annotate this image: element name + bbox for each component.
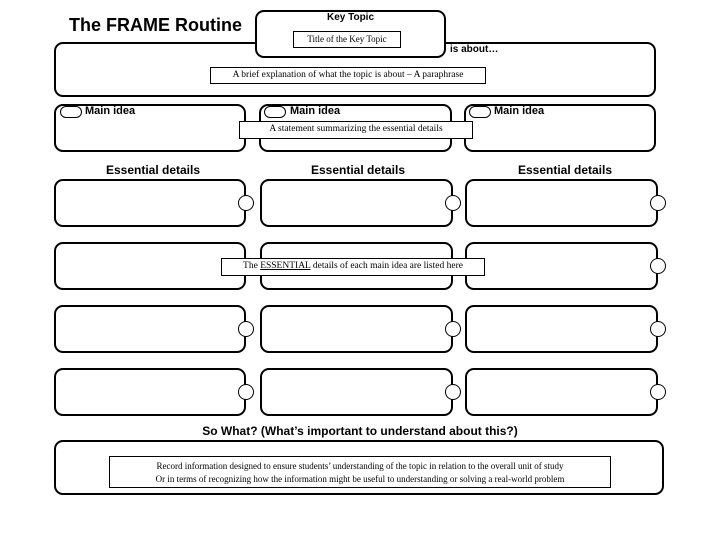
- detail-marker-icon: [445, 321, 461, 337]
- detail-marker-icon: [445, 195, 461, 211]
- essential-details-header: Essential details: [105, 163, 201, 177]
- main-idea-box: [54, 104, 246, 152]
- detail-box: [465, 368, 658, 416]
- detail-box: [54, 242, 246, 290]
- essential-details-suffix: details of each main idea are listed her…: [310, 261, 463, 271]
- essential-details-header: Essential details: [517, 163, 613, 177]
- detail-box: [465, 179, 658, 227]
- detail-box: [54, 368, 246, 416]
- detail-box: [465, 305, 658, 353]
- main-idea-placeholder: A statement summarizing the essential de…: [239, 121, 473, 139]
- is-about-placeholder: A brief explanation of what the topic is…: [210, 67, 486, 84]
- detail-box: [260, 305, 453, 353]
- so-what-line-2: Or in terms of recognizing how the infor…: [155, 473, 565, 484]
- detail-box: [260, 368, 453, 416]
- main-idea-label: Main idea: [494, 105, 545, 117]
- main-idea-marker-icon: [469, 106, 491, 118]
- main-idea-label: Main idea: [85, 105, 136, 117]
- detail-box: [54, 179, 246, 227]
- detail-marker-icon: [650, 195, 666, 211]
- main-idea-label: Main idea: [290, 105, 341, 117]
- essential-details-prefix: The: [243, 261, 261, 271]
- key-topic-placeholder: Title of the Key Topic: [293, 31, 401, 48]
- detail-box: [465, 242, 658, 290]
- key-topic-label: Key Topic: [326, 12, 375, 23]
- essential-details-emphasis: ESSENTIAL: [260, 261, 311, 271]
- so-what-placeholder: Record information designed to ensure st…: [109, 456, 611, 488]
- so-what-heading: So What? (What’s important to understand…: [202, 424, 518, 438]
- detail-marker-icon: [445, 384, 461, 400]
- main-idea-marker-icon: [60, 106, 82, 118]
- main-idea-marker-icon: [264, 106, 286, 118]
- is-about-label: is about…: [450, 44, 499, 55]
- page-title: The FRAME Routine: [69, 15, 242, 35]
- detail-box: [260, 179, 453, 227]
- detail-marker-icon: [238, 384, 254, 400]
- so-what-line-1: Record information designed to ensure st…: [156, 461, 564, 471]
- essential-details-header: Essential details: [310, 163, 406, 177]
- detail-marker-icon: [650, 321, 666, 337]
- detail-box: [54, 305, 246, 353]
- detail-marker-icon: [650, 258, 666, 274]
- detail-marker-icon: [238, 321, 254, 337]
- essential-details-placeholder: The ESSENTIAL details of each main idea …: [221, 258, 485, 276]
- main-idea-box: [464, 104, 656, 152]
- detail-marker-icon: [238, 195, 254, 211]
- detail-marker-icon: [650, 384, 666, 400]
